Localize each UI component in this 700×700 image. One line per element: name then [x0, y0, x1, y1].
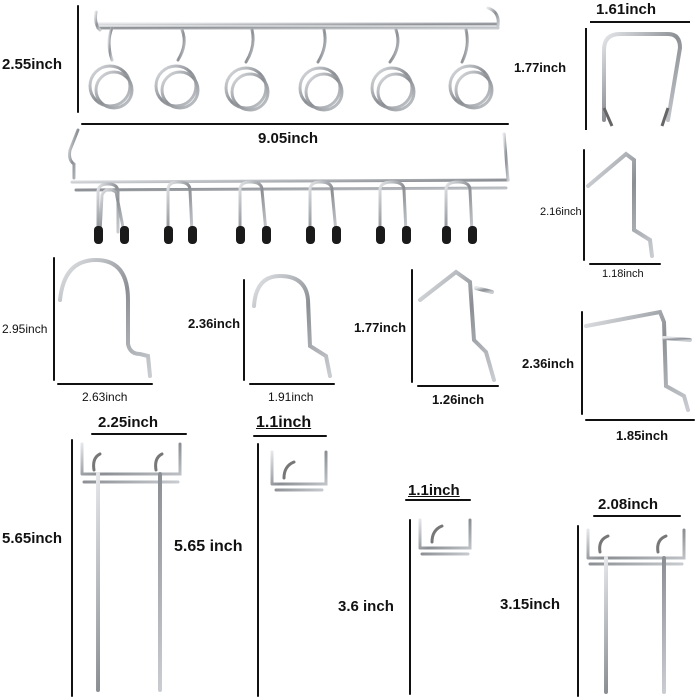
- label-u-hook-height: 1.77inch: [514, 60, 567, 75]
- ring-rack: [77, 5, 509, 125]
- label-curved-small-height: 2.36inch: [188, 316, 241, 331]
- label-single-short-height: 3.6 inch: [338, 598, 394, 615]
- u-hook: [96, 182, 126, 234]
- u-hook: [308, 180, 338, 234]
- single-prong-hook-short: [405, 499, 472, 695]
- ring-hook: [298, 28, 344, 112]
- double-prong-hook-short: [577, 515, 686, 697]
- ring-hook: [88, 26, 134, 110]
- label-angled-height: 1.77inch: [354, 320, 407, 335]
- label-bent-small-height: 2.16inch: [540, 206, 582, 218]
- ring-hook: [224, 28, 270, 112]
- label-curved-large-width: 2.63inch: [82, 390, 128, 404]
- label-ring-rack-height: 2.55inch: [2, 56, 63, 73]
- bent-hook-small: [583, 149, 661, 265]
- label-single-short-width: 1.1inch: [408, 482, 460, 499]
- bent-hook-large: [581, 309, 695, 421]
- label-curved-large-height: 2.95inch: [2, 322, 48, 336]
- single-prong-hook-long: [253, 435, 328, 697]
- curved-hook-large: [53, 257, 153, 385]
- label-bent-large-height: 2.36inch: [522, 356, 575, 371]
- u-hook: [238, 180, 268, 234]
- ring-hook: [448, 28, 494, 110]
- label-double-long-height: 5.65inch: [2, 530, 63, 547]
- label-angled-width: 1.26inch: [432, 392, 485, 407]
- ring-hook: [154, 28, 200, 110]
- u-hook: [166, 180, 194, 234]
- ring-hook: [370, 28, 416, 112]
- label-double-short-width: 2.08inch: [598, 496, 659, 513]
- label-bent-small-width: 1.18inch: [602, 268, 644, 280]
- double-prong-hook-long: [71, 433, 187, 697]
- u-hook: [378, 180, 408, 234]
- label-double-short-height: 3.15inch: [500, 596, 561, 613]
- u-hook: [444, 180, 474, 234]
- label-curved-small-width: 1.91inch: [268, 390, 314, 404]
- label-single-long-width: 1.1inch: [256, 414, 312, 431]
- u-hook-single: [585, 21, 690, 130]
- angled-hook: [411, 269, 499, 387]
- label-ring-rack-width: 9.05inch: [258, 130, 319, 147]
- u-hook-rack: [68, 128, 510, 244]
- rubber-tips: [94, 226, 477, 244]
- label-single-long-height: 5.65 inch: [174, 538, 243, 555]
- label-u-hook-width: 1.61inch: [596, 1, 657, 18]
- label-bent-large-width: 1.85inch: [616, 428, 669, 443]
- label-double-long-width: 2.25inch: [98, 414, 159, 431]
- curved-hook-small: [243, 273, 335, 385]
